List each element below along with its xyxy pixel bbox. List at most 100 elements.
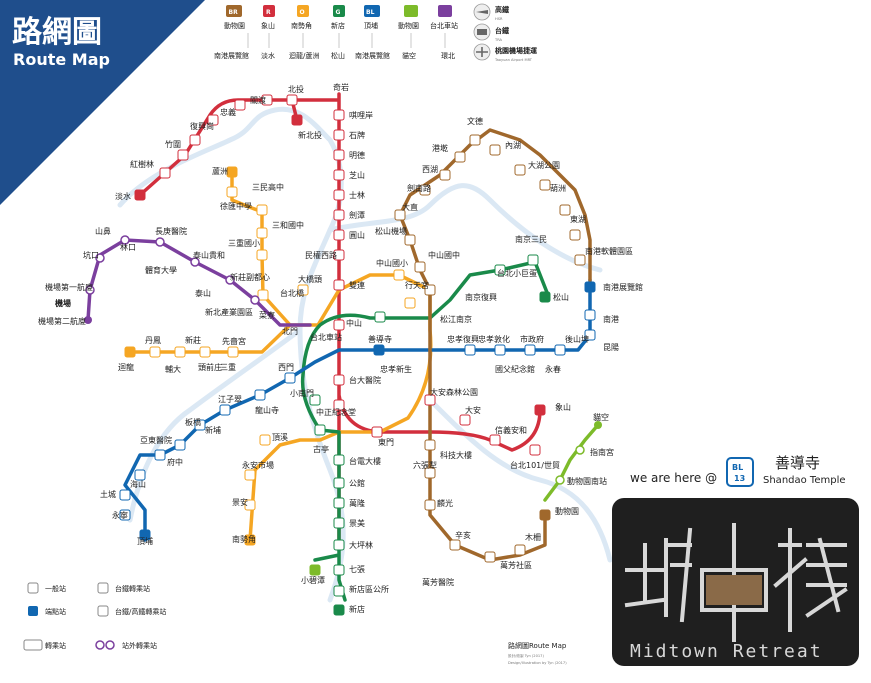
station-marker[interactable]	[584, 329, 596, 341]
station-marker[interactable]	[469, 134, 481, 146]
station-marker[interactable]	[569, 229, 581, 241]
station-marker[interactable]	[439, 169, 451, 181]
station-marker[interactable]	[250, 295, 260, 305]
station-marker[interactable]	[514, 164, 526, 176]
station-marker[interactable]	[333, 604, 345, 616]
station-marker[interactable]	[309, 394, 321, 406]
station-marker[interactable]	[494, 264, 506, 276]
station-marker[interactable]	[333, 229, 345, 241]
station-marker[interactable]	[454, 151, 466, 163]
station-marker[interactable]	[234, 99, 246, 111]
station-marker[interactable]	[159, 167, 171, 179]
station-marker[interactable]	[424, 439, 436, 451]
station-marker[interactable]	[494, 344, 506, 356]
station-marker[interactable]	[404, 234, 416, 246]
station-marker[interactable]	[394, 209, 406, 221]
station-marker[interactable]	[333, 585, 345, 597]
station-marker[interactable]	[219, 404, 231, 416]
station-marker[interactable]	[291, 114, 303, 126]
station-marker[interactable]	[371, 426, 383, 438]
station-marker[interactable]	[333, 279, 345, 291]
station-marker[interactable]	[84, 316, 92, 324]
station-marker[interactable]	[174, 346, 186, 358]
station-marker[interactable]	[284, 372, 296, 384]
station-marker[interactable]	[333, 497, 345, 509]
station-marker[interactable]	[314, 424, 326, 436]
station-marker[interactable]	[257, 289, 269, 301]
station-marker[interactable]	[297, 284, 309, 296]
station-marker[interactable]	[574, 254, 586, 266]
station-marker[interactable]	[459, 414, 471, 426]
station-marker[interactable]	[254, 389, 266, 401]
station-marker[interactable]	[124, 346, 136, 358]
station-marker[interactable]	[449, 539, 461, 551]
station-marker[interactable]	[134, 469, 146, 481]
station-marker[interactable]	[119, 489, 131, 501]
station-marker[interactable]	[207, 114, 219, 126]
station-marker[interactable]	[244, 534, 256, 546]
station-marker[interactable]	[584, 281, 596, 293]
station-marker[interactable]	[190, 257, 200, 267]
station-marker[interactable]	[333, 399, 345, 411]
station-marker[interactable]	[244, 499, 256, 511]
station-marker[interactable]	[333, 109, 345, 121]
station-marker[interactable]	[539, 291, 551, 303]
station-marker[interactable]	[539, 179, 551, 191]
station-marker[interactable]	[489, 144, 501, 156]
station-marker[interactable]	[575, 445, 585, 455]
station-marker[interactable]	[226, 166, 238, 178]
station-marker[interactable]	[286, 94, 298, 106]
station-marker[interactable]	[464, 344, 476, 356]
station-marker[interactable]	[189, 134, 201, 146]
station-marker[interactable]	[333, 249, 345, 261]
station-marker[interactable]	[424, 284, 436, 296]
station-marker[interactable]	[534, 404, 546, 416]
station-marker[interactable]	[393, 269, 405, 281]
station-marker[interactable]	[85, 285, 95, 295]
station-marker[interactable]	[225, 275, 235, 285]
station-marker[interactable]	[333, 129, 345, 141]
station-marker[interactable]	[177, 149, 189, 161]
station-marker[interactable]	[333, 564, 345, 576]
station-marker[interactable]	[514, 544, 526, 556]
station-marker[interactable]	[333, 189, 345, 201]
station-marker[interactable]	[424, 499, 436, 511]
station-marker[interactable]	[154, 449, 166, 461]
station-marker[interactable]	[559, 204, 571, 216]
station-marker[interactable]	[174, 439, 186, 451]
station-marker[interactable]	[419, 184, 431, 196]
station-marker[interactable]	[134, 189, 146, 201]
station-marker[interactable]	[256, 249, 268, 261]
station-marker[interactable]	[527, 254, 539, 266]
station-marker[interactable]	[333, 374, 345, 386]
station-marker[interactable]	[594, 421, 602, 429]
station-marker[interactable]	[333, 454, 345, 466]
station-marker[interactable]	[226, 186, 238, 198]
station-marker[interactable]	[414, 261, 426, 273]
station-marker[interactable]	[333, 517, 345, 529]
station-marker[interactable]	[199, 346, 211, 358]
station-marker[interactable]	[139, 529, 151, 541]
station-marker[interactable]	[95, 253, 105, 263]
station-marker[interactable]	[227, 346, 239, 358]
station-marker[interactable]	[256, 204, 268, 216]
station-marker[interactable]	[489, 434, 501, 446]
station-marker[interactable]	[374, 311, 386, 323]
station-marker[interactable]	[529, 444, 541, 456]
station-marker[interactable]	[333, 319, 345, 331]
station-marker[interactable]	[584, 309, 596, 321]
station-marker[interactable]	[333, 149, 345, 161]
station-marker[interactable]	[333, 477, 345, 489]
station-marker[interactable]	[424, 467, 436, 479]
station-marker[interactable]	[539, 509, 551, 521]
station-marker[interactable]	[256, 227, 268, 239]
station-marker[interactable]	[261, 94, 273, 106]
station-marker[interactable]	[524, 344, 536, 356]
station-marker[interactable]	[333, 169, 345, 181]
station-marker[interactable]	[309, 564, 321, 576]
station-marker[interactable]	[259, 434, 271, 446]
station-marker[interactable]	[424, 394, 436, 406]
station-marker[interactable]	[333, 539, 345, 551]
station-marker[interactable]	[244, 469, 256, 481]
station-marker[interactable]	[119, 509, 131, 521]
